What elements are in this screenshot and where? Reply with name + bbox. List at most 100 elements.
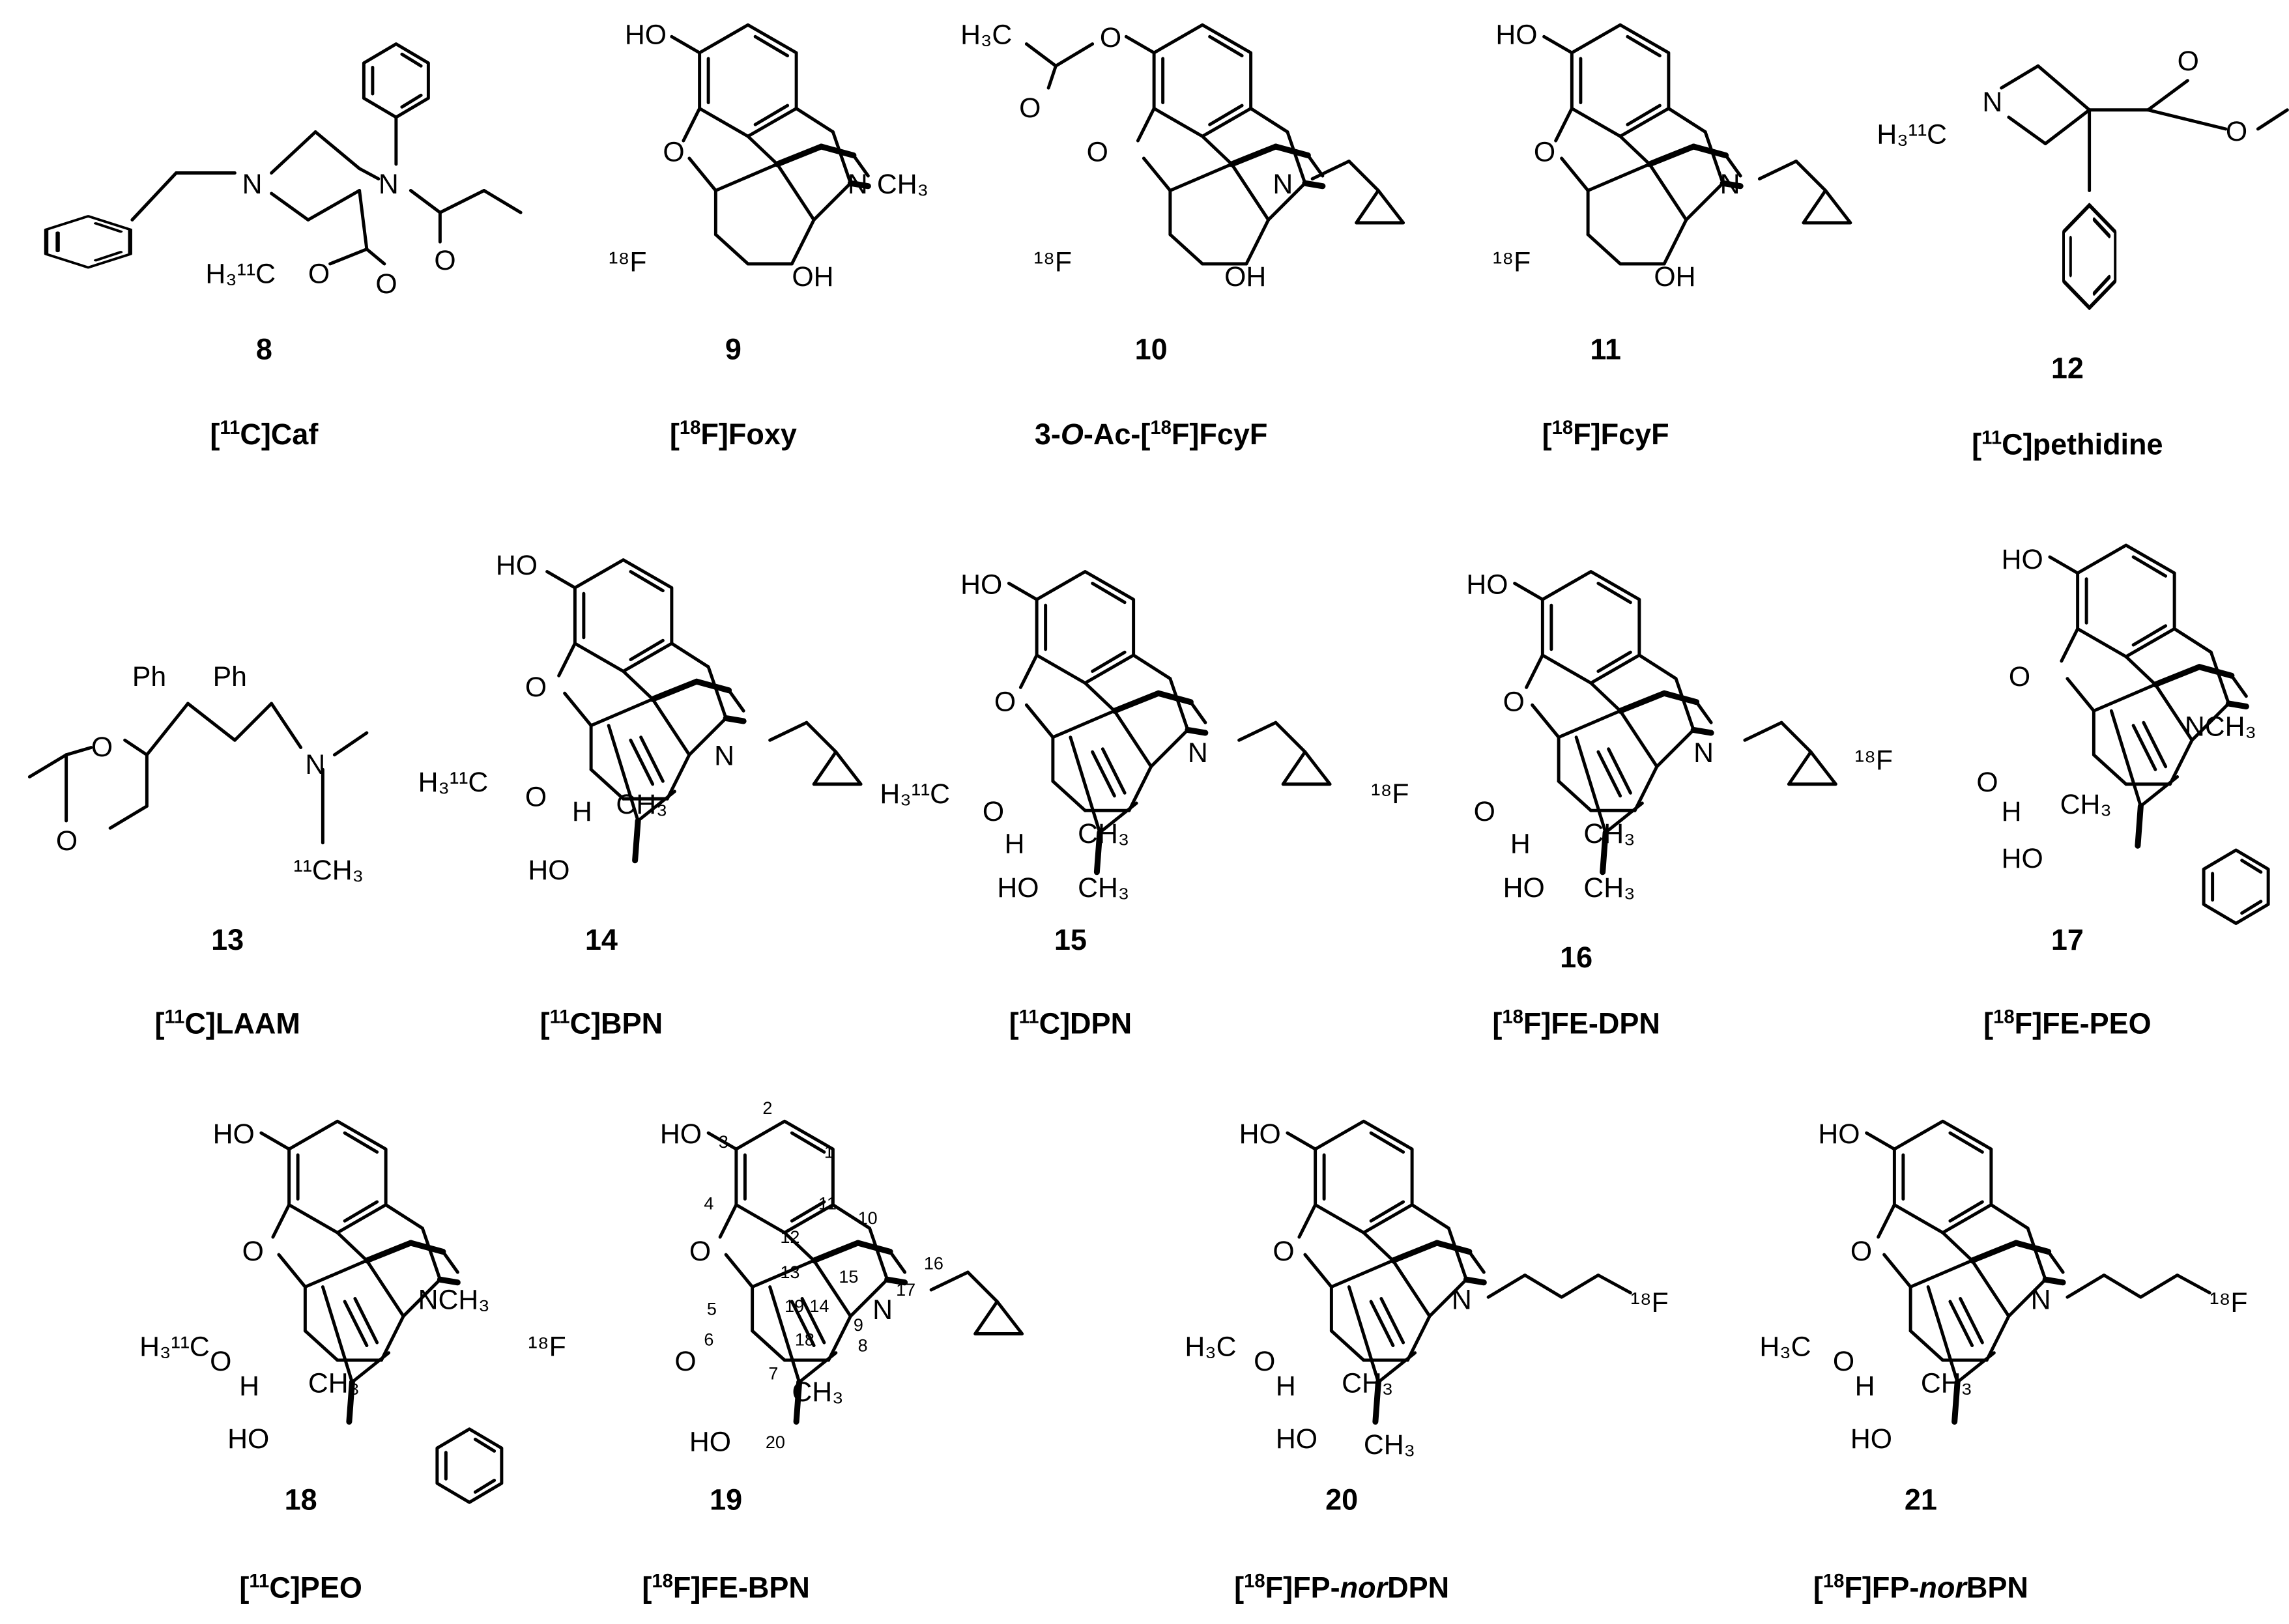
atom-label: ¹⁸F [2210, 1287, 2247, 1318]
locant-number: 15 [839, 1267, 858, 1287]
atom-label: N [1452, 1284, 1472, 1315]
locant-number: 18 [795, 1330, 814, 1350]
isotope-superscript: 18 [1502, 1006, 1523, 1027]
structure-16 [1515, 572, 1836, 872]
atom-label: H₃C [960, 20, 1012, 51]
atom-label: H [1855, 1371, 1875, 1402]
atom-label: N [1720, 169, 1740, 200]
isotope-superscript: 18 [1993, 1006, 2015, 1027]
isotope-superscript: 18 [1244, 1571, 1265, 1592]
structure-9 [672, 25, 869, 264]
atom-label: O [663, 137, 684, 168]
atom-label: N [2031, 1284, 2051, 1315]
atom-label: O [983, 796, 1004, 827]
name-segment: [ [1234, 1571, 1244, 1604]
atom-label: HO [227, 1423, 269, 1455]
atom-label: O [1474, 796, 1495, 827]
atom-label: NCH₃ [2185, 711, 2256, 743]
compound-number: 10 [1135, 332, 1168, 365]
atom-label: OH [792, 261, 833, 292]
locant-number: 16 [924, 1254, 943, 1274]
locant-number: 5 [707, 1299, 717, 1318]
name-segment: C]Caf [240, 418, 319, 451]
locant-number: 4 [704, 1193, 713, 1213]
name-segment: [ [210, 418, 220, 451]
name-segment: 3- [1035, 418, 1061, 451]
compound-number: 8 [256, 332, 272, 365]
name-segment: C]pethidine [2002, 428, 2163, 461]
locant-number: 11 [818, 1193, 837, 1213]
compound-number: 20 [1325, 1483, 1358, 1517]
atom-label: H₃¹¹C [880, 778, 950, 810]
structure-21 [1867, 1121, 2211, 1421]
atom-label: CH₃ [1583, 818, 1635, 849]
atom-label: HO [689, 1427, 731, 1458]
structure-13 [27, 702, 369, 845]
atom-label: HO [1850, 1423, 1892, 1455]
atom-label: N [379, 169, 399, 200]
atom-label: H₃¹¹C [418, 767, 489, 798]
compound-number: 14 [585, 923, 618, 956]
compound-name: [11C]BPN [540, 1006, 663, 1040]
atom-label: HO [213, 1118, 255, 1150]
compound-number: 9 [725, 332, 741, 365]
name-segment: [ [1009, 1006, 1019, 1040]
atom-label: O [2009, 661, 2030, 692]
atom-label: O [1019, 93, 1041, 124]
name-segment: F]FE-DPN [1523, 1006, 1660, 1040]
structure-12 [2000, 64, 2289, 307]
atom-label: N [714, 741, 734, 772]
compound-name: [18F]FP-norBPN [1813, 1571, 2028, 1604]
isotope-superscript: 11 [164, 1006, 184, 1027]
isotope-superscript: 11 [249, 1571, 269, 1592]
atom-label: O [994, 686, 1016, 717]
locant-number: 2 [762, 1098, 772, 1118]
name-segment: [ [1542, 418, 1552, 451]
compound-number: 12 [2051, 352, 2084, 385]
compound-name: 3-O-Ac-[18F]FcyF [1035, 418, 1268, 451]
atom-label: CH₃ [1921, 1368, 1972, 1399]
structure-19 [708, 1121, 1022, 1421]
atom-label: N [1982, 87, 2002, 118]
name-segment: nor [1919, 1571, 1968, 1604]
compound-name: [11C]PEO [239, 1571, 362, 1604]
atom-label: O [434, 245, 455, 276]
compound-name: [18F]FcyF [1542, 418, 1669, 451]
structure-20 [1288, 1121, 1632, 1421]
atom-label: HO [997, 872, 1039, 904]
name-segment: F]FcyF [1573, 418, 1669, 451]
atom-label: HO [1495, 20, 1537, 51]
atom-label: ¹¹CH₃ [293, 855, 364, 886]
name-segment: C]PEO [269, 1571, 362, 1604]
name-segment: F]FP- [1265, 1571, 1340, 1604]
compound-number: 15 [1054, 923, 1087, 956]
atom-label: H [2002, 796, 2022, 827]
isotope-superscript: 11 [1981, 428, 2002, 449]
name-segment: F]FP- [1844, 1571, 1919, 1604]
atom-label: O [242, 1236, 264, 1267]
name-segment: [ [1972, 428, 1981, 461]
atom-label: OH [1224, 261, 1266, 292]
compound-name: [11C]DPN [1009, 1006, 1132, 1040]
compound-number: 21 [1905, 1483, 1937, 1517]
atom-label: O [308, 258, 330, 289]
name-segment: [ [1813, 1571, 1823, 1604]
structure-14 [547, 560, 861, 861]
structure-10 [1024, 25, 1403, 264]
atom-label: O [1503, 686, 1525, 717]
atom-label: O [525, 672, 547, 703]
locant-number: 17 [896, 1280, 915, 1300]
compound-number: 16 [1560, 941, 1592, 974]
compound-number: 11 [1590, 332, 1621, 365]
atom-label: HO [1239, 1118, 1281, 1150]
atom-label: ¹⁸F [1493, 246, 1531, 278]
compound-name: [11C]Caf [210, 418, 319, 451]
atom-label: Ph [213, 661, 247, 692]
locant-number: 3 [719, 1132, 728, 1152]
